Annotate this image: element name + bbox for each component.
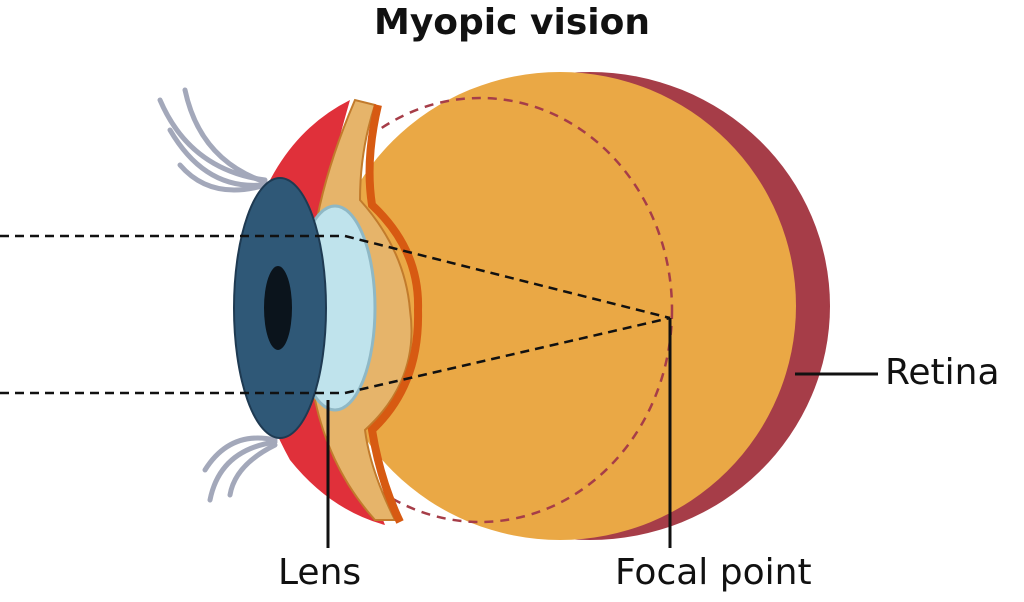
upper-eyelashes [157, 87, 268, 193]
eyeball [324, 72, 796, 540]
pupil [264, 266, 292, 350]
diagram-title: Myopic vision [374, 2, 650, 43]
dashed-eyeball-outline [286, 96, 674, 524]
choroid-layer [365, 104, 423, 524]
retina-label: Retina [885, 352, 1000, 393]
light-rays [0, 234, 671, 395]
lens-label: Lens [278, 552, 362, 593]
lower-eyelashes [202, 435, 278, 503]
focal-point-label: Focal point [615, 552, 812, 593]
